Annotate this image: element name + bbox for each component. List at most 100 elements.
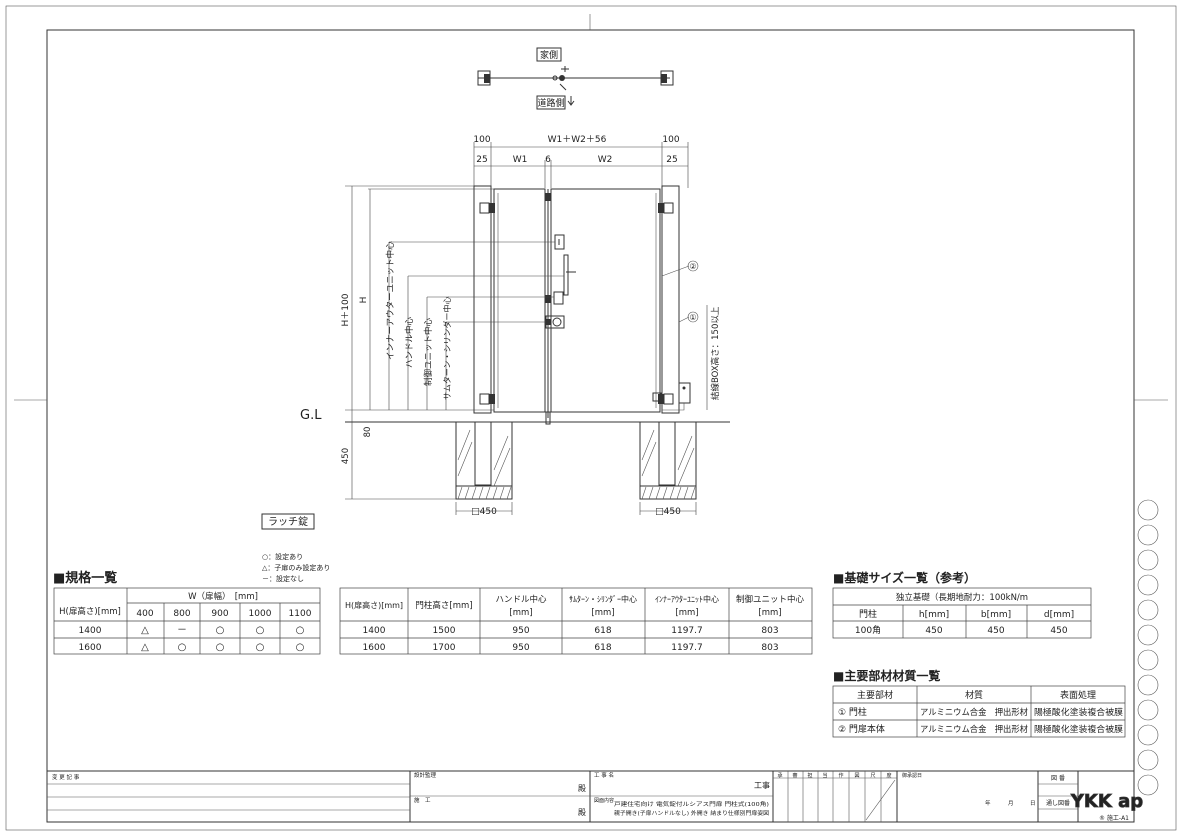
- spec-w-400: 400: [136, 609, 153, 619]
- gl-label: G.L: [300, 408, 322, 423]
- height-r1-c6: 803: [761, 626, 778, 636]
- road-side-label: 道路側: [537, 97, 564, 109]
- date-month: 月: [1008, 800, 1014, 807]
- spec-row1-c2: －: [177, 625, 187, 636]
- spec-table-title: ■規格一覧: [53, 570, 117, 586]
- spec-row2-c4: ○: [256, 642, 265, 653]
- spec-w-1100: 1100: [289, 609, 312, 619]
- latch-label: ラッチ錠: [268, 515, 308, 528]
- dim-post-right: 100: [662, 135, 679, 145]
- project-label: 工 事 名: [594, 771, 614, 779]
- height-col-1: H(扉高さ)[mm]: [345, 600, 403, 610]
- dim-total: W1＋W2＋56: [548, 134, 607, 145]
- spec-h-header: H(扉高さ)[mm]: [59, 606, 121, 617]
- side-circles: [1137, 499, 1159, 796]
- approval-col-7: 尺: [870, 773, 875, 779]
- height-r2-c2: 1700: [433, 643, 456, 653]
- height-r2-c4: 618: [594, 643, 611, 653]
- contractor-label: 施 工: [414, 796, 431, 804]
- drawing-content-line1: 戸建住宅向け 電気錠付ルシアス門扉 門柱式(100角): [614, 800, 769, 808]
- height-col-3: ハンドル中心: [495, 594, 547, 605]
- legend-item-2: △：子扉のみ設定あり: [262, 563, 330, 572]
- serial-no-label: 通し図番: [1046, 799, 1070, 807]
- legend: ○：設定あり △：子扉のみ設定あり －：設定なし: [262, 552, 330, 583]
- spec-row1-c5: ○: [296, 625, 305, 636]
- foundation-left-size: □450: [471, 507, 497, 517]
- spec-row2-c2: ○: [178, 642, 187, 653]
- outer-frame: [5, 5, 1177, 831]
- dim-h: H: [359, 297, 369, 304]
- legend-item-1: ○：設定あり: [262, 552, 303, 561]
- material-r2-part: ② 門扉本体: [838, 723, 885, 735]
- spec-row2-c5: ○: [296, 642, 305, 653]
- title-block: 変 更 記 事 設計監理 殿 施 工 殿 工 事 名 工事 図面内容 戸建住宅向…: [47, 770, 1144, 822]
- approval-col-8: 度: [886, 772, 891, 779]
- height-col-6-unit: [mm]: [758, 608, 781, 618]
- height-r1-c5: 1197.7: [671, 626, 703, 636]
- height-col-5-unit: [mm]: [675, 608, 698, 618]
- approval-col-1: 承: [777, 772, 782, 779]
- spec-row2-c3: ○: [216, 642, 225, 653]
- foundation-right-size: □450: [655, 507, 681, 517]
- ground-foundation: G.L □450 □450: [300, 408, 730, 517]
- dim-foundation-depth: 450: [341, 448, 351, 464]
- spec-row2-c1: △: [141, 642, 149, 653]
- foundation-v-b: 450: [987, 626, 1004, 636]
- approval-col-3: 担: [807, 772, 812, 779]
- drawing-content-label: 図面内容: [594, 797, 614, 804]
- height-r1-c1: 1400: [363, 626, 386, 636]
- legend-item-3: －：設定なし: [262, 574, 304, 583]
- height-r1-c3: 950: [512, 626, 529, 636]
- foundation-h-h: h[mm]: [919, 610, 949, 620]
- ykk-ap-logo: YKK ap: [1070, 791, 1143, 812]
- vertical-dimensions: H＋100 H 80 450 インナーアウターユニット中心 ハンドル中心 制御ユ…: [340, 185, 564, 500]
- revision-label: 変 更 記 事: [52, 773, 80, 781]
- drawing-no-label: 図 番: [1051, 775, 1065, 782]
- height-r2-c3: 950: [512, 643, 529, 653]
- material-r1-part: ① 門柱: [838, 706, 867, 718]
- height-r2-c5: 1197.7: [671, 643, 703, 653]
- height-r2-c1: 1600: [363, 643, 386, 653]
- height-col-5: ｲﾝﾅｰｱｳﾀｰﾕﾆｯﾄ中心: [655, 594, 719, 604]
- spec-row1-c4: ○: [256, 625, 265, 636]
- foundation-table-title: ■基礎サイズ一覧（参考）: [833, 570, 976, 585]
- height-col-4: ｻﾑﾀｰﾝ・ｼﾘﾝﾀﾞｰ中心: [569, 594, 637, 604]
- foundation-h-col: 門柱: [859, 608, 877, 620]
- house-side-label: 家側: [540, 49, 558, 61]
- height-col-2: 門柱高さ[mm]: [415, 600, 472, 611]
- dim-post-left: 100: [473, 135, 490, 145]
- dim-gap-right: 25: [666, 155, 677, 165]
- date-day: 日: [1030, 800, 1036, 807]
- date-year: 年: [985, 799, 991, 807]
- spec-row1-c1: △: [141, 625, 149, 636]
- spec-table: ■規格一覧 W（扉幅） [mm] H(扉高さ)[mm] 400 800 900 …: [53, 570, 321, 655]
- material-h-part: 主要部材: [857, 689, 893, 701]
- label-inner-outer-center: インナーアウターユニット中心: [385, 241, 396, 360]
- approval-date-label: 御承認日: [902, 772, 922, 779]
- drawing-content-line2: 親子開き(子扉ハンドルなし) 外開き 納まり仕様別門扉姿図: [614, 809, 770, 817]
- material-table-title: ■主要部材材質一覧: [833, 668, 940, 683]
- height-col-6: 制御ユニット中心: [736, 594, 805, 605]
- spec-w-1000: 1000: [249, 609, 272, 619]
- top-dimensions: 100 W1＋W2＋56 100 25 W1 6 W2 25: [473, 134, 689, 188]
- dim-w1: W1: [513, 155, 528, 165]
- material-table: ■主要部材材質一覧 主要部材 材質 表面処理 ① 門柱 アルミニウム合金 押出形…: [832, 668, 1126, 738]
- foundation-v-post: 100角: [855, 624, 881, 636]
- spec-w-900: 900: [211, 609, 228, 619]
- foundation-subtitle: 独立基礎（長期地耐力：100kN/m: [896, 592, 1028, 603]
- approval-col-2: 審: [792, 772, 797, 779]
- material-h-material: 材質: [965, 689, 983, 701]
- height-r1-c2: 1500: [433, 626, 456, 636]
- foundation-v-d: 450: [1050, 626, 1067, 636]
- spec-row1-c3: ○: [216, 625, 225, 636]
- height-r1-c4: 618: [594, 626, 611, 636]
- spec-w-header: W（扉幅） [mm]: [188, 591, 258, 602]
- dim-below-gl: 80: [363, 427, 373, 438]
- gate-elevation: ② ① 結線BOX高さ：150以上: [473, 185, 721, 425]
- foundation-table: ■基礎サイズ一覧（参考） 独立基礎（長期地耐力：100kN/m 門柱 h[mm]…: [832, 570, 1092, 639]
- approval-col-4: 当: [822, 772, 827, 779]
- height-table: H(扉高さ)[mm] 門柱高さ[mm] ハンドル中心 [mm] ｻﾑﾀｰﾝ・ｼﾘ…: [339, 587, 813, 655]
- wiring-height-label: 結線BOX高さ：150以上: [710, 306, 721, 400]
- height-col-3-unit: [mm]: [509, 608, 532, 618]
